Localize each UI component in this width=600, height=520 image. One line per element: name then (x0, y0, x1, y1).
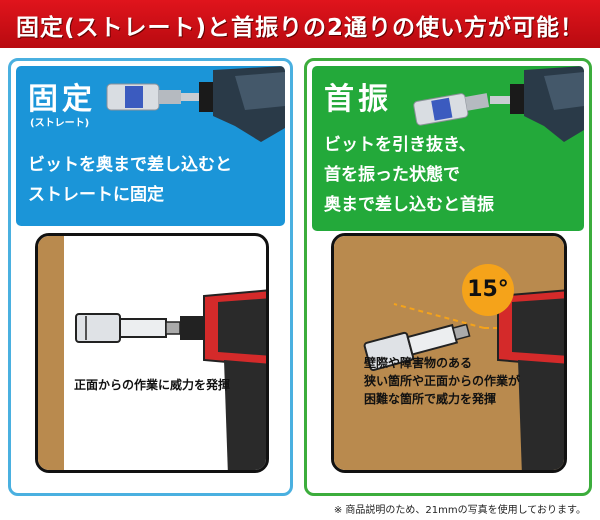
wall (38, 236, 64, 470)
fixed-scene-drawing (38, 236, 266, 470)
swivel-scene-drawing (334, 236, 564, 470)
swivel-desc-line3: 奥まで差し込むと首振 (324, 195, 494, 215)
fixed-title: 固定 (28, 82, 96, 117)
swivel-header: 首振 ビットを引き抜き、 首を振った状態で 奥まで差し込むと首振 (312, 66, 584, 231)
fixed-mode-panel: 固定 (ストレート) ビットを奥まで差し込むと ストレートに固定 (8, 58, 293, 496)
top-banner: 固定(ストレート)と首振りの2通りの使い方が可能！ (0, 0, 600, 48)
banner-title: 固定(ストレート)と首振りの2通りの使い方が可能！ (15, 15, 585, 41)
swivel-caption-line2: 狭い箇所や正面からの作業が (364, 374, 521, 388)
swivel-illustration: 15° 壁際や障害物のある 狭い箇所や正面からの作業が 困難な箇所で威力を発揮 (331, 233, 567, 473)
footnote: ※ 商品説明のため、21mmの写真を使用しております。 (333, 505, 586, 516)
fixed-header: 固定 (ストレート) ビットを奥まで差し込むと ストレートに固定 (16, 66, 285, 226)
fixed-desc-line2: ストレートに固定 (28, 185, 164, 205)
angle-badge: 15° (462, 264, 514, 316)
fixed-description: ビットを奥まで差し込むと ストレートに固定 (28, 150, 232, 210)
swivel-mode-panel: 首振 ビットを引き抜き、 首を振った状態で 奥まで差し込むと首振 (304, 58, 592, 496)
socket-drill-photo (106, 66, 285, 142)
fixed-caption: 正面からの作業に威力を発揮 (74, 378, 231, 392)
fixed-desc-line1: ビットを奥まで差し込むと (28, 155, 232, 175)
swivel-description: ビットを引き抜き、 首を振った状態で 奥まで差し込むと首振 (324, 130, 494, 220)
socket-drill-swivel-photo (413, 66, 584, 142)
swivel-desc-line1: ビットを引き抜き、 (324, 135, 476, 155)
swivel-caption-line3: 困難な箇所で威力を発揮 (364, 392, 497, 406)
swivel-desc-line2: 首を振った状態で (324, 165, 460, 185)
fixed-illustration: 正面からの作業に威力を発揮 (35, 233, 269, 473)
swivel-caption-line1: 壁際や障害物のある (364, 356, 473, 370)
swivel-caption: 壁際や障害物のある 狭い箇所や正面からの作業が 困難な箇所で威力を発揮 (364, 354, 520, 408)
fixed-subtitle: (ストレート) (30, 118, 90, 129)
swivel-title: 首振 (324, 82, 392, 117)
